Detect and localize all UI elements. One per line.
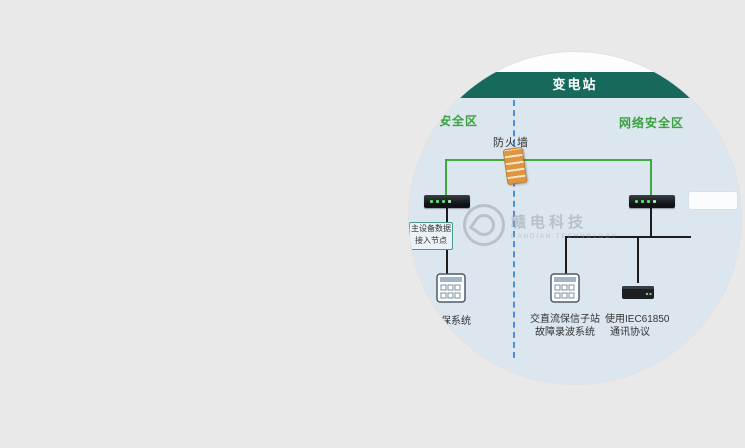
caption-middle-line1: 交直流保信子站 <box>530 314 600 325</box>
access-node-line1: 主设备数据 <box>411 224 451 233</box>
device-link-right-switch <box>650 208 652 237</box>
switch-led-icons <box>430 200 433 203</box>
diagram-header: 变电站 <box>409 72 741 98</box>
diagram-background <box>409 98 741 384</box>
security-zone-label-left: 网络安全区 <box>413 114 479 128</box>
circle-top-strip <box>409 52 741 72</box>
security-zone-divider-line <box>513 100 515 358</box>
network-link-horizontal <box>446 159 652 161</box>
diagram-circle: 变电站 网络安全区 网络安全区 防火墙 主设备数据 <box>409 52 741 384</box>
network-link-left-drop <box>445 159 447 196</box>
access-node-label: 主设备数据 接入节点 <box>409 222 453 250</box>
device-bus-right <box>565 236 691 238</box>
gateway-box-icon <box>622 286 654 299</box>
protection-relay-icon-left <box>436 273 466 303</box>
clipped-label-chip <box>689 192 737 209</box>
caption-right-line2: 通讯协议 <box>610 327 650 338</box>
firewall-label: 防火墙 <box>493 137 529 149</box>
caption-left-system: 继保系统 <box>431 316 471 327</box>
security-zone-label-right: 网络安全区 <box>619 116 685 130</box>
switch-led-icons <box>635 200 638 203</box>
device-link-gateway <box>637 236 639 283</box>
caption-right-line1: 使用IEC61850 <box>605 314 670 325</box>
device-link-middle <box>565 236 567 274</box>
protection-relay-icon-middle <box>550 273 580 303</box>
network-switch-icon-right <box>629 195 675 208</box>
caption-middle-line2: 故障录波系统 <box>535 327 595 338</box>
access-node-line2: 接入节点 <box>415 236 447 245</box>
network-switch-icon-left <box>424 195 470 208</box>
substation-title: 变电站 <box>552 77 598 92</box>
network-link-right-drop <box>650 159 652 196</box>
